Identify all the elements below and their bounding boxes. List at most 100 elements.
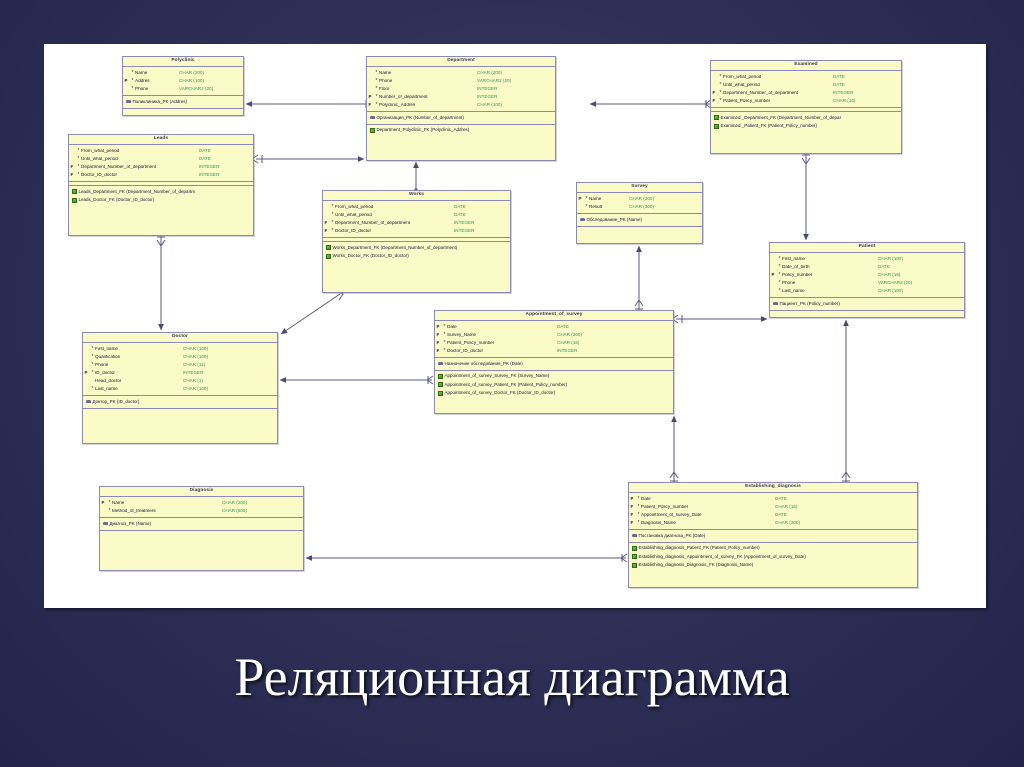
key-indicator: P bbox=[771, 271, 775, 277]
entity-title: Survey bbox=[577, 183, 702, 194]
foreign-key-icon bbox=[631, 554, 637, 560]
mandatory-marker: * bbox=[375, 93, 378, 100]
column-datatype: DATE bbox=[775, 495, 787, 501]
mandatory-marker: * bbox=[778, 279, 781, 286]
column-datatype: CHAR (16) bbox=[833, 97, 856, 103]
mandatory-marker: * bbox=[778, 255, 781, 262]
column-datatype: CHAR (200) bbox=[477, 69, 503, 75]
key-indicator: F bbox=[436, 347, 440, 353]
mandatory-marker: * bbox=[719, 73, 722, 80]
mandatory-marker: * bbox=[131, 69, 134, 76]
column-datatype: CHAR (100) bbox=[878, 287, 904, 293]
primary-key-label: Обследование_PK (Name) bbox=[586, 216, 643, 222]
column-name: Phone bbox=[782, 280, 796, 285]
primary-key-row: Доктор_PK (ID_doctor) bbox=[83, 398, 277, 407]
column-name: Patient_Policy_number bbox=[447, 340, 495, 345]
column-name: From_what_period bbox=[723, 74, 762, 79]
mandatory-marker: * bbox=[637, 495, 640, 502]
entity-title: Doctor bbox=[83, 333, 277, 344]
column-name: ID_doctor bbox=[95, 370, 115, 375]
column-datatype: CHAR (200) bbox=[222, 499, 248, 505]
column-datatype: CHAR (16) bbox=[557, 339, 580, 345]
primary-key-label: Поликлиника_PK (Addres) bbox=[132, 98, 188, 104]
key-indicator: F bbox=[630, 519, 634, 525]
mandatory-marker: * bbox=[77, 155, 80, 162]
key-indicator: F bbox=[712, 97, 716, 103]
key-indicator: P bbox=[578, 195, 582, 201]
key-icon bbox=[85, 399, 91, 405]
foreign-key-row: Works_Doctor_FK (Doctor_ID_doctor) bbox=[323, 252, 510, 261]
foreign-key-icon bbox=[631, 562, 637, 568]
column-name: Name bbox=[589, 196, 602, 201]
column-datatype: INTEGER bbox=[477, 85, 498, 91]
key-icon bbox=[369, 115, 375, 121]
column-name: Addres bbox=[135, 78, 150, 83]
mandatory-marker: * bbox=[443, 339, 446, 346]
column-datatype: CHAR (1) bbox=[183, 377, 203, 383]
mandatory-marker: * bbox=[585, 203, 588, 210]
key-indicator: F bbox=[324, 227, 328, 233]
primary-key-row: Обследование_PK (Name) bbox=[577, 216, 702, 225]
column-datatype: CHAR (200) bbox=[775, 519, 801, 525]
column-name: Phone bbox=[95, 362, 109, 367]
column-datatype: CHAR (16) bbox=[878, 271, 901, 277]
column-name: Doctor_ID_doctor bbox=[81, 172, 118, 177]
column-name: Appointment_of_survey_Date bbox=[641, 512, 702, 517]
mandatory-marker: * bbox=[719, 89, 722, 96]
entity-title: Patient bbox=[770, 243, 964, 254]
column-name: Polyclinic_Addres bbox=[379, 102, 416, 107]
column-name: Phone bbox=[135, 86, 149, 91]
column-name: Head_doctor bbox=[95, 378, 122, 383]
foreign-key-label: Appointment_of_survey_Patient_FK (Patien… bbox=[444, 381, 568, 387]
key-icon bbox=[579, 217, 585, 223]
column-name: Doctor_ID_doctor bbox=[447, 348, 484, 353]
mandatory-marker: * bbox=[131, 77, 134, 84]
column-name: Survey_Name bbox=[447, 332, 477, 337]
column-datatype: INTEGER bbox=[199, 163, 220, 169]
column-name: Department_Number_of_department bbox=[335, 220, 411, 225]
column-datatype: CHAR (100) bbox=[183, 353, 209, 359]
foreign-key-row: Leads_Department_FK (Department_Number_o… bbox=[69, 188, 253, 197]
mandatory-marker: * bbox=[375, 101, 378, 108]
column-datatype: CHAR (100) bbox=[183, 385, 209, 391]
foreign-key-row: Establishing_diagnosis_Patient_FK (Patie… bbox=[629, 544, 917, 553]
mandatory-marker: * bbox=[91, 353, 94, 360]
column-name: Last_name bbox=[782, 288, 805, 293]
column-datatype: VARCHAR2 (20) bbox=[878, 279, 913, 285]
mandatory-marker: * bbox=[131, 85, 134, 92]
primary-key-block: Доктор_PK (ID_doctor) bbox=[83, 396, 277, 409]
column-name: Name bbox=[379, 70, 392, 75]
mandatory-marker: * bbox=[585, 195, 588, 202]
column-datatype: CHAR (200) bbox=[629, 195, 655, 201]
column-name: Department_Number_of_department bbox=[81, 164, 157, 169]
primary-key-row: Назначение обследования_PK (Date) bbox=[435, 360, 673, 369]
foreign-key-label: Appointment_of_survey_Doctor_FK (Doctor_… bbox=[444, 390, 556, 396]
mandatory-marker: * bbox=[443, 331, 446, 338]
foreign-key-row: Examined _Department_FK (Department_Numb… bbox=[711, 114, 901, 123]
